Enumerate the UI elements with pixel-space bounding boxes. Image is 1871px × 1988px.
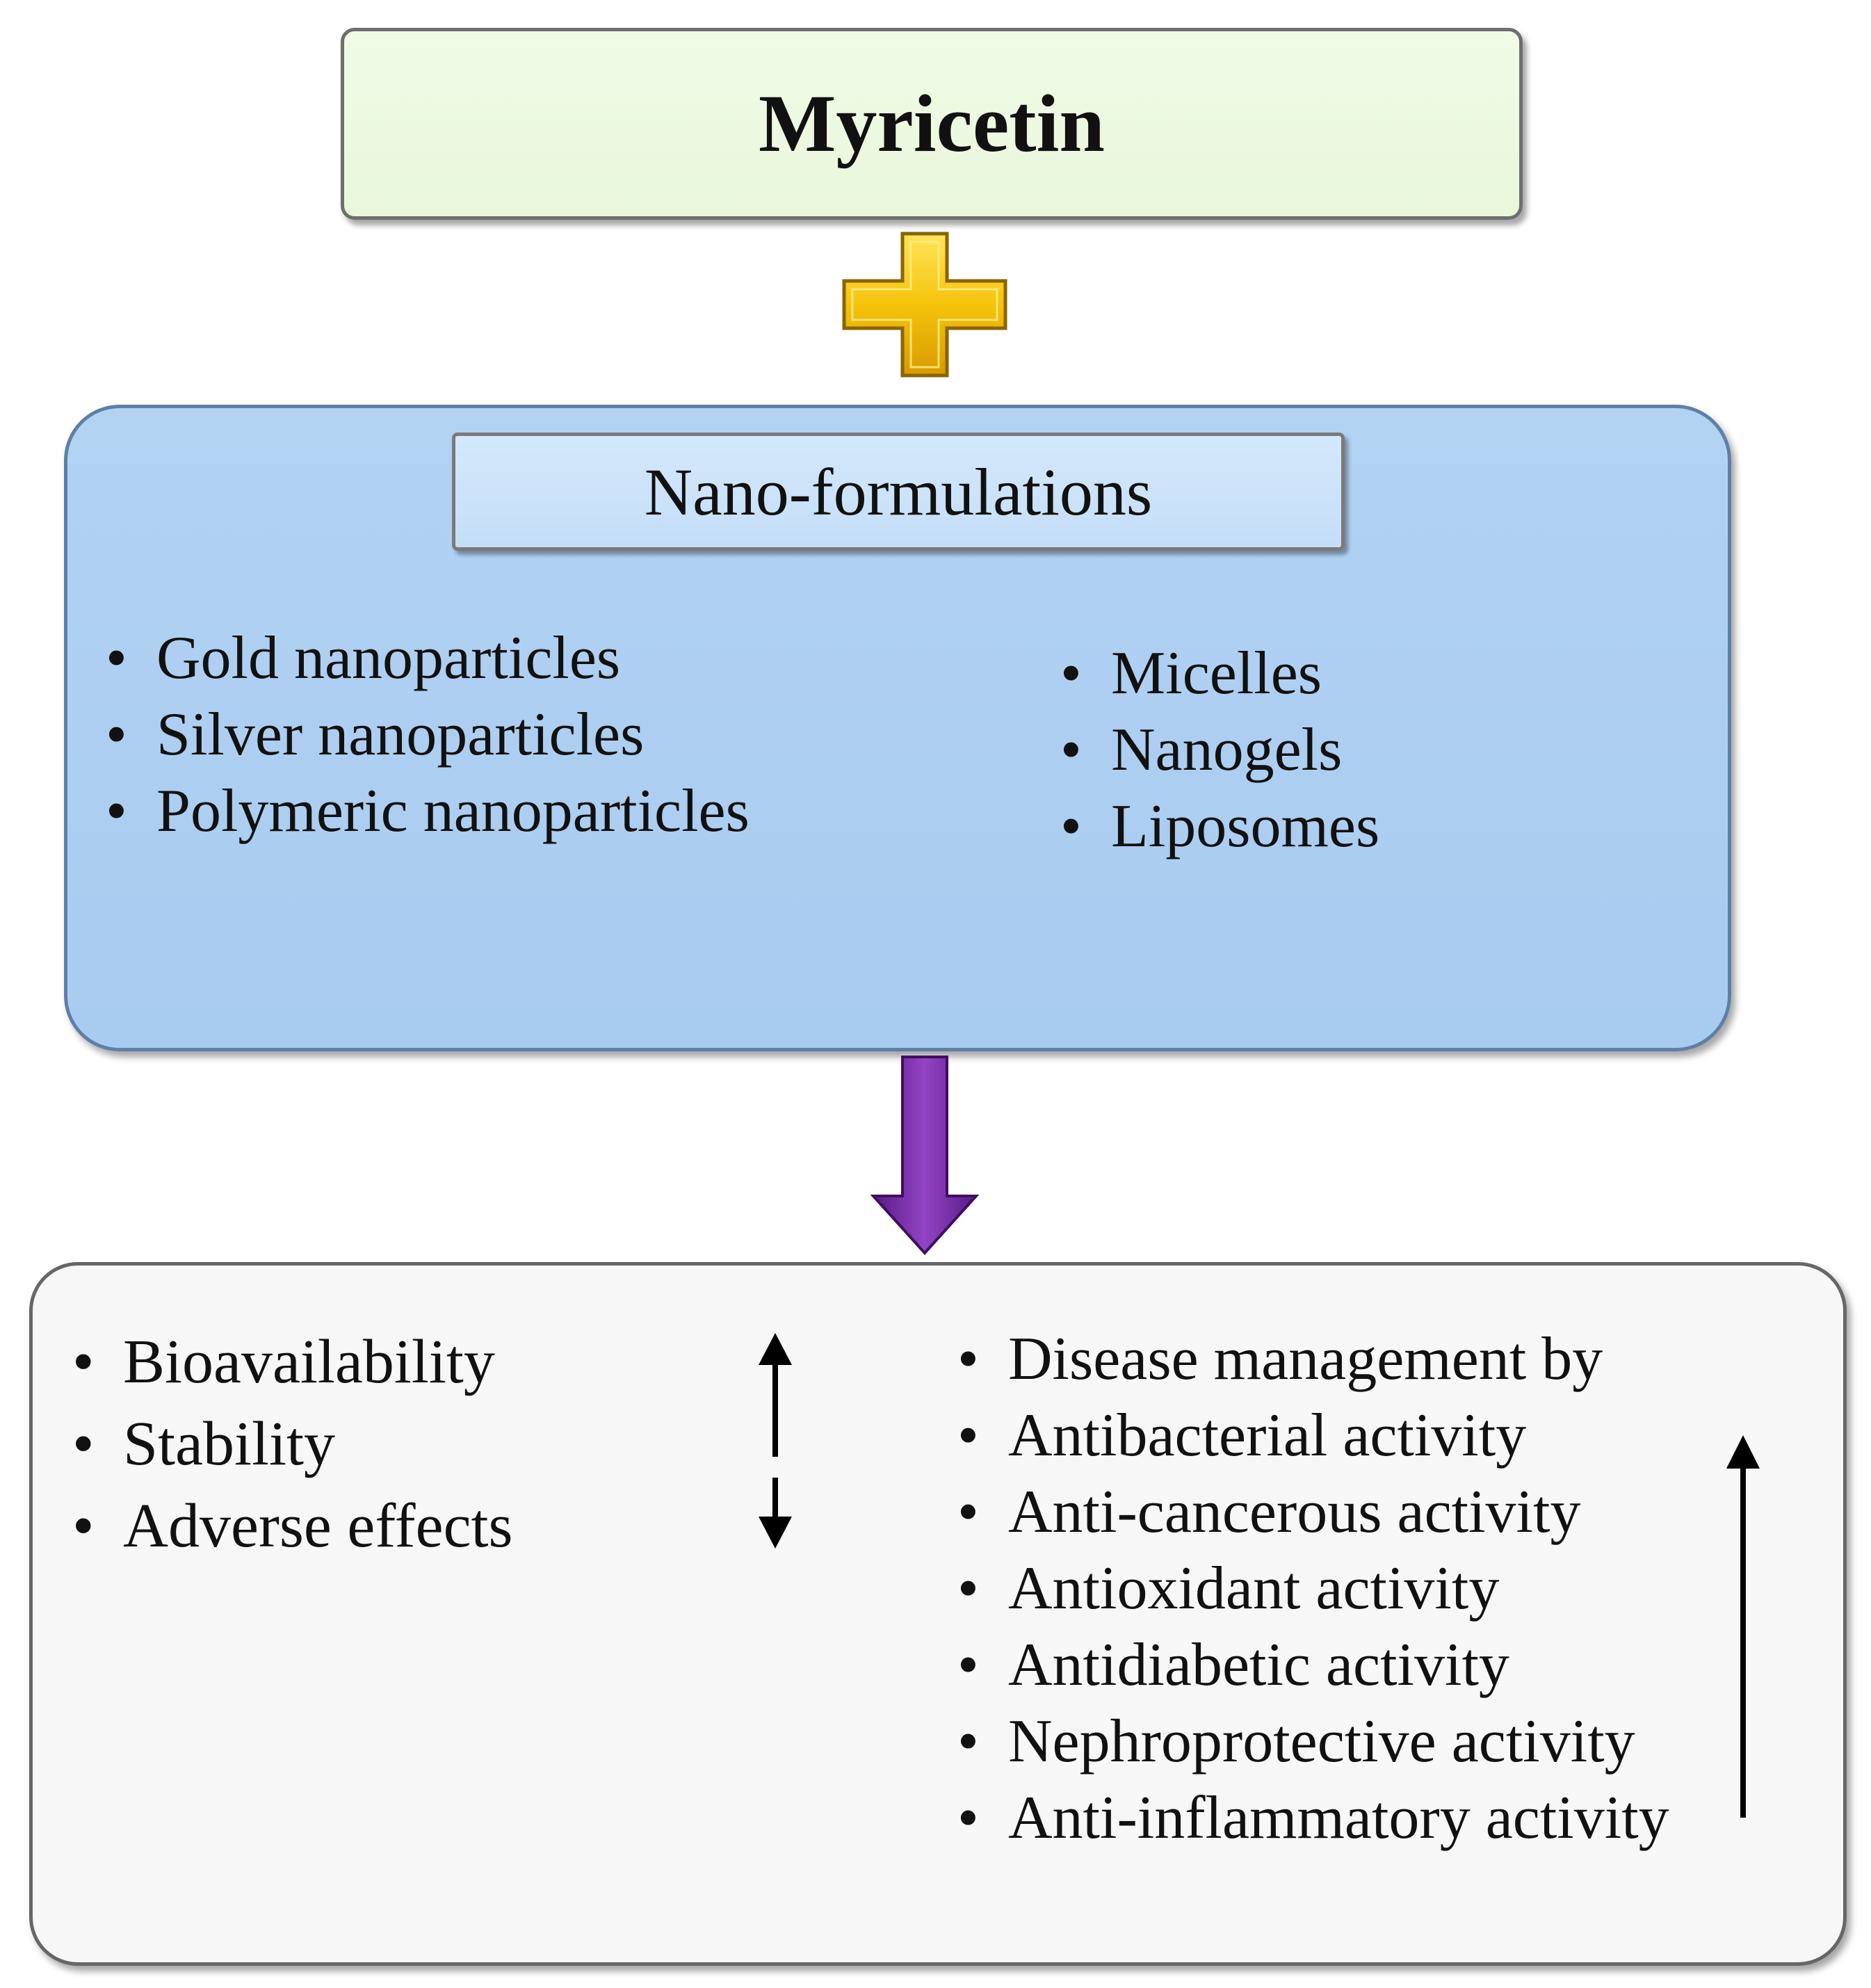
list-item: Gold nanoparticles: [106, 620, 750, 697]
list-item: Polymeric nanoparticles: [106, 773, 750, 850]
list-item: Nanogels: [1060, 712, 1379, 789]
list-item: Silver nanoparticles: [106, 697, 750, 773]
title-label: Myricetin: [759, 78, 1105, 169]
outcomes-list-right: Disease management by Antibacterial acti…: [957, 1321, 1736, 1857]
list-item: Micelles: [1060, 636, 1379, 712]
list-item: Anti-inflammatory activity: [957, 1780, 1736, 1857]
list-item: Stability: [72, 1403, 513, 1485]
list-item: Antidiabetic activity: [957, 1627, 1736, 1704]
nano-formulations-label: Nano-formulations: [644, 454, 1153, 529]
up-arrow-icon: [1726, 1435, 1760, 1818]
list-item: Antioxidant activity: [957, 1551, 1736, 1627]
list-item: Anti-cancerous activity: [957, 1474, 1736, 1551]
nano-formulations-header: Nano-formulations: [452, 433, 1345, 551]
list-item: Bioavailability: [72, 1321, 513, 1403]
list-item: Liposomes: [1060, 789, 1379, 865]
up-down-arrows-icon: [759, 1333, 792, 1549]
plus-icon: [842, 232, 1007, 378]
list-item: Nephroprotective activity: [957, 1704, 1736, 1780]
list-item: Adverse effects: [72, 1485, 513, 1567]
myricetin-box: Myricetin: [341, 28, 1523, 220]
nano-list-right: Micelles Nanogels Liposomes: [1060, 636, 1379, 865]
list-item: Antibacterial activity: [957, 1398, 1736, 1474]
outcomes-list-left: Bioavailability Stability Adverse effect…: [72, 1321, 513, 1567]
list-item: Disease management by: [957, 1321, 1736, 1398]
nano-list-left: Gold nanoparticles Silver nanoparticles …: [106, 620, 750, 850]
purple-down-arrow-icon: [870, 1056, 980, 1255]
